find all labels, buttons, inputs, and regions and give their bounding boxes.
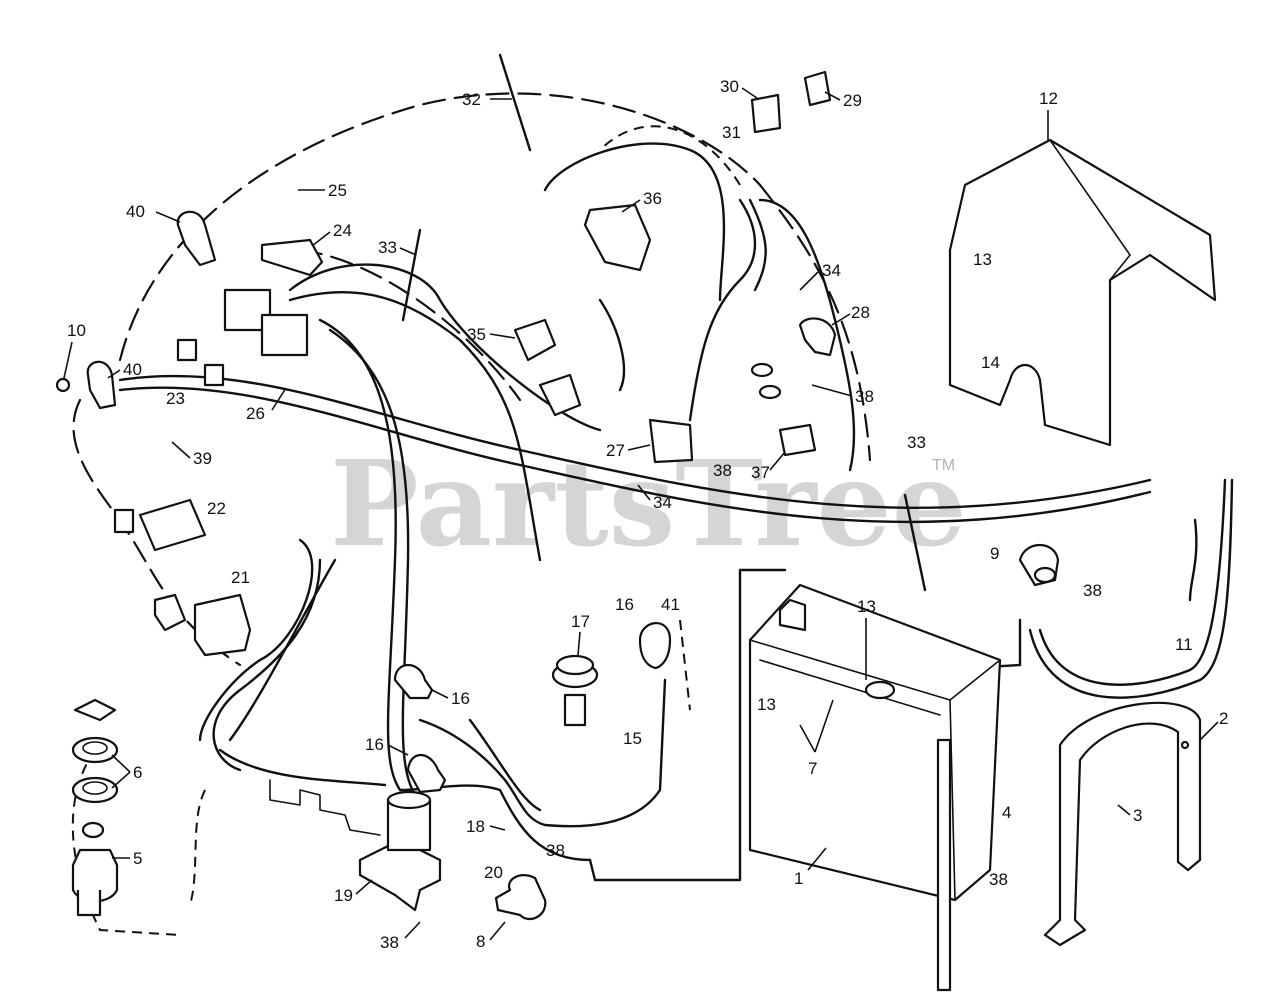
callout-28: 28 — [851, 303, 870, 322]
callout-17: 17 — [571, 612, 590, 631]
callout-29: 29 — [843, 91, 862, 110]
plug-17 — [551, 654, 599, 727]
callout-9: 9 — [990, 544, 999, 563]
battery-cover — [948, 138, 1217, 447]
callout-1: 1 — [794, 869, 803, 888]
callout-30: 30 — [720, 77, 739, 96]
callout-14: 14 — [981, 353, 1000, 372]
callout-33b: 33 — [907, 433, 926, 452]
watermark-trademark: TM — [932, 457, 955, 474]
callout-5: 5 — [133, 849, 142, 868]
callout-8: 8 — [476, 932, 485, 951]
callout-19: 19 — [334, 886, 353, 905]
callout-11: 11 — [1175, 635, 1193, 654]
boots-16 — [393, 622, 672, 794]
callout-16c: 16 — [365, 735, 384, 754]
callout-7: 7 — [808, 759, 817, 778]
callout-40a: 40 — [126, 202, 145, 221]
callout-37: 37 — [751, 463, 770, 482]
cable-ties — [401, 53, 927, 592]
callout-15: 15 — [623, 729, 642, 748]
battery-bracket — [1043, 701, 1202, 947]
callout-22: 22 — [207, 499, 226, 518]
solenoid — [358, 790, 442, 912]
watermark-text: PartsTree — [330, 434, 967, 573]
callout-16a: 16 — [615, 595, 634, 614]
callout-12: 12 — [1039, 89, 1058, 108]
callout-4: 4 — [1002, 803, 1011, 822]
callout-38c: 38 — [1083, 581, 1102, 600]
callout-18: 18 — [466, 817, 485, 836]
callout-25: 25 — [328, 181, 347, 200]
callout-13a: 13 — [973, 250, 992, 269]
callout-35: 35 — [467, 325, 486, 344]
callout-26: 26 — [246, 404, 265, 423]
callout-21: 21 — [231, 568, 250, 587]
watermark: PartsTree TM — [330, 434, 967, 573]
callout-27: 27 — [606, 441, 625, 460]
callout-23: 23 — [166, 389, 185, 408]
callout-33a: 33 — [378, 238, 397, 257]
callout-3: 3 — [1133, 806, 1142, 825]
callout-40b: 40 — [123, 360, 142, 379]
callout-38d: 38 — [546, 841, 565, 860]
callout-31: 31 — [722, 123, 741, 142]
harness-outline — [71, 92, 872, 936]
switch-stack — [71, 698, 119, 917]
callout-38e: 38 — [989, 870, 1008, 889]
battery — [748, 583, 1002, 992]
callout-41: 41 — [661, 595, 680, 614]
callout-10: 10 — [67, 321, 86, 340]
callout-13b: 13 — [857, 597, 876, 616]
callout-34a: 34 — [822, 261, 841, 280]
callout-2: 2 — [1219, 709, 1228, 728]
callout-24: 24 — [333, 221, 352, 240]
callout-6: 6 — [133, 763, 142, 782]
boot-9 — [1018, 544, 1060, 587]
connectors — [113, 238, 324, 657]
relay-29-30 — [750, 70, 832, 134]
callout-36: 36 — [643, 189, 662, 208]
callouts: 1 2 3 4 5 6 7 8 9 10 11 12 13 13 13 14 1… — [63, 77, 1228, 952]
callout-38f: 38 — [380, 933, 399, 952]
clamps-40 — [55, 210, 217, 410]
boot-8 — [494, 874, 547, 921]
wire-harness — [118, 142, 1234, 882]
callout-39: 39 — [193, 449, 212, 468]
switches-35-37 — [513, 203, 837, 464]
callout-16b: 16 — [451, 689, 470, 708]
callout-13c: 13 — [757, 695, 776, 714]
callout-38a: 38 — [713, 461, 732, 480]
callout-32: 32 — [462, 90, 481, 109]
callout-20: 20 — [484, 863, 503, 882]
callout-34b: 34 — [653, 493, 672, 512]
callout-38b: 38 — [855, 387, 874, 406]
solenoid-bracket — [269, 779, 381, 836]
